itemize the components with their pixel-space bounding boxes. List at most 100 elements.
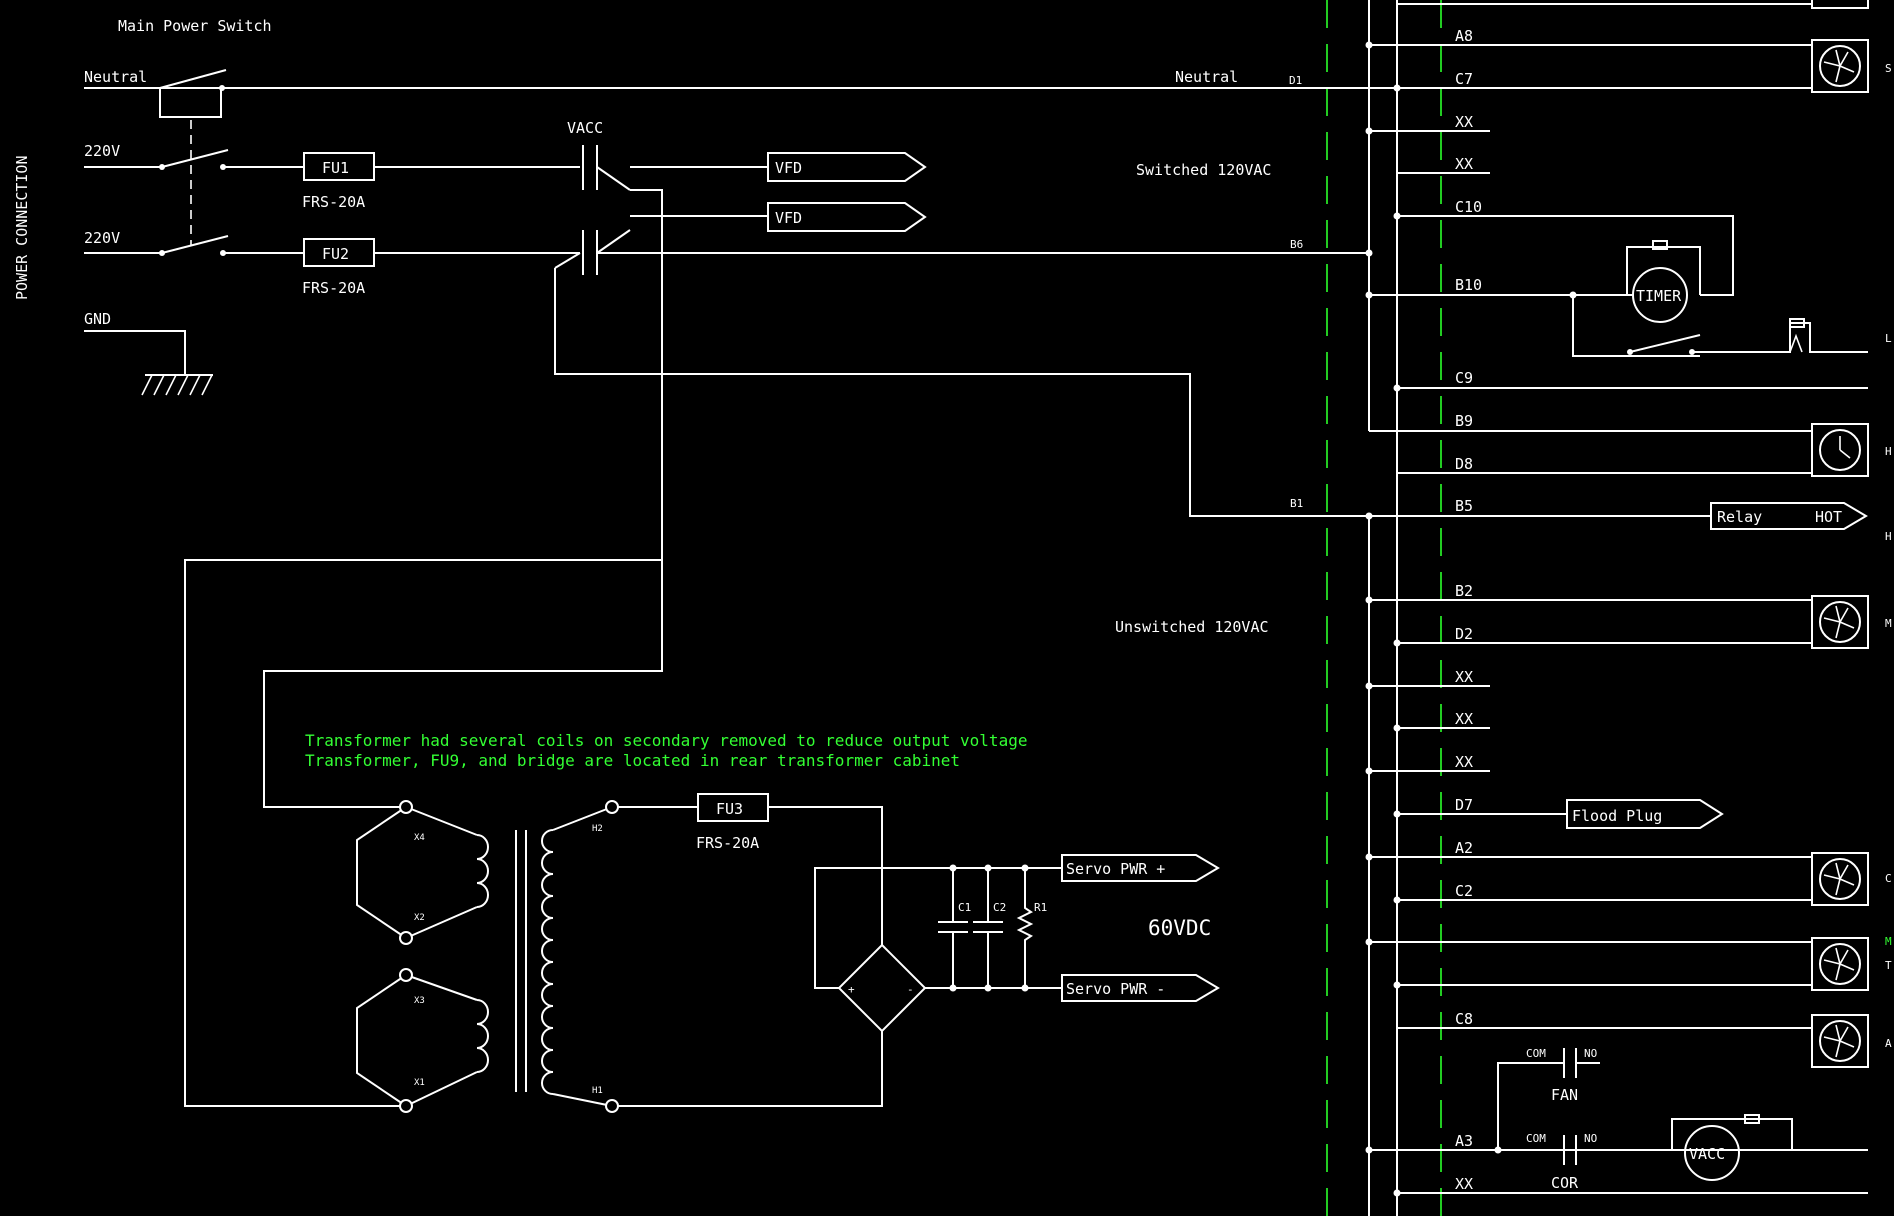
unswitched-rail-label: Unswitched 120VAC bbox=[1115, 618, 1269, 636]
tap-h1: H1 bbox=[592, 1086, 603, 1096]
terminal-label: C10 bbox=[1455, 198, 1482, 216]
vacc-coil-label: VACC bbox=[1689, 1145, 1725, 1163]
clock-icon bbox=[1811, 423, 1869, 477]
fan-icon bbox=[1811, 39, 1869, 93]
switch-title: Main Power Switch bbox=[118, 17, 272, 35]
servo-minus-label: Servo PWR - bbox=[1066, 980, 1165, 998]
fuse-fu2-label: FU2 bbox=[322, 245, 349, 263]
tap-x2: X2 bbox=[414, 913, 425, 923]
wire-id-b6: B6 bbox=[1290, 238, 1303, 251]
tap-h2: H2 bbox=[592, 824, 603, 834]
terminal-label: B5 bbox=[1455, 497, 1473, 515]
relay-label: Relay bbox=[1717, 508, 1762, 526]
transformer-note-2: Transformer, FU9, and bridge are located… bbox=[305, 751, 960, 770]
fuse-fu2-rating: FRS-20A bbox=[302, 279, 365, 297]
edge-letter: H bbox=[1885, 530, 1892, 543]
cor-label: COR bbox=[1551, 1174, 1579, 1192]
fan-contact: COM NO FAN bbox=[1497, 1047, 1600, 1150]
fuse-fu1-rating: FRS-20A bbox=[302, 193, 365, 211]
terminal-label: XX bbox=[1455, 668, 1473, 686]
fuse-fu3-rating: FRS-20A bbox=[696, 834, 759, 852]
resistor-r1: R1 bbox=[1034, 901, 1047, 914]
cor-com-label: COM bbox=[1526, 1132, 1546, 1145]
fan-com-label: COM bbox=[1526, 1047, 1546, 1060]
terminal-label: B10 bbox=[1455, 276, 1482, 294]
edge-letter: C bbox=[1885, 872, 1892, 885]
fan-no-label: NO bbox=[1584, 1047, 1597, 1060]
transformer-note-1: Transformer had several coils on seconda… bbox=[305, 731, 1027, 750]
servo-pwr-plus: Servo PWR + bbox=[1061, 854, 1220, 882]
vfd-bottom-label: VFD bbox=[775, 209, 802, 227]
contactor-label: VACC bbox=[567, 119, 603, 137]
terminal-label: XX bbox=[1455, 113, 1473, 131]
terminal-label: XX bbox=[1455, 1175, 1473, 1193]
edge-letter: T bbox=[1885, 959, 1892, 972]
fan-icon bbox=[1811, 937, 1869, 991]
tap-x3: X3 bbox=[414, 996, 425, 1006]
page-title: POWER CONNECTION bbox=[13, 156, 31, 301]
fan-icon bbox=[1811, 595, 1869, 649]
terminal-label: D8 bbox=[1455, 455, 1473, 473]
edge-letters: S L H H M C M T A bbox=[1885, 62, 1892, 1050]
vfd-output-bottom: VFD bbox=[767, 202, 927, 232]
terminal-label: XX bbox=[1455, 710, 1473, 728]
vacc-coil: VACC bbox=[1671, 1114, 1793, 1181]
fuse-fu1-label: FU1 bbox=[322, 159, 349, 177]
flood-plug-label: Flood Plug bbox=[1572, 807, 1662, 825]
terminal-label: A2 bbox=[1455, 839, 1473, 857]
transformer: X4 X2 X3 X1 H2 H1 bbox=[356, 800, 619, 1113]
terminal-label: XX bbox=[1455, 753, 1473, 771]
neutral-rail-label: Neutral bbox=[1175, 68, 1238, 86]
wire-id-d1: D1 bbox=[1289, 74, 1302, 87]
timer-device: TIMER bbox=[1397, 240, 1868, 357]
line1-label: 220V bbox=[84, 142, 120, 160]
tap-x4: X4 bbox=[414, 833, 425, 843]
terminal-label: B2 bbox=[1455, 582, 1473, 600]
terminal-label: A3 bbox=[1455, 1132, 1473, 1150]
terminal-label: A8 bbox=[1455, 27, 1473, 45]
terminal-label: D7 bbox=[1455, 796, 1473, 814]
cap-c2: C2 bbox=[993, 901, 1006, 914]
edge-letter: M bbox=[1885, 617, 1892, 630]
relay-output: Relay HOT bbox=[1710, 502, 1868, 530]
flood-plug-output: Flood Plug bbox=[1566, 799, 1724, 829]
terminal-label: C7 bbox=[1455, 70, 1473, 88]
vfd-output-top: VFD bbox=[767, 152, 927, 182]
edge-letter: S bbox=[1885, 62, 1892, 75]
servo-plus-label: Servo PWR + bbox=[1066, 860, 1165, 878]
edge-letter: M bbox=[1885, 935, 1892, 948]
servo-pwr-minus: Servo PWR - bbox=[1061, 974, 1220, 1002]
tap-x1: X1 bbox=[414, 1078, 425, 1088]
cor-no-label: NO bbox=[1584, 1132, 1597, 1145]
fan-label: FAN bbox=[1551, 1086, 1578, 1104]
terminal-label: C9 bbox=[1455, 369, 1473, 387]
terminal-label: D2 bbox=[1455, 625, 1473, 643]
terminal-label: C2 bbox=[1455, 882, 1473, 900]
fan-icon-top-partial bbox=[1811, 0, 1869, 9]
fuse-fu3-label: FU3 bbox=[716, 800, 743, 818]
ground-label: GND bbox=[84, 310, 111, 328]
terminal-label: XX bbox=[1455, 155, 1473, 173]
edge-letter: H bbox=[1885, 445, 1892, 458]
main-power-switch: Main Power Switch Neutral 220V 220V GND bbox=[84, 17, 272, 396]
wire-id-b1: B1 bbox=[1290, 497, 1303, 510]
bridge-rectifier: + - bbox=[837, 943, 927, 1033]
edge-letter: A bbox=[1885, 1037, 1892, 1050]
switched-rail-label: Switched 120VAC bbox=[1136, 161, 1271, 179]
fan-icon bbox=[1811, 852, 1869, 906]
terminal-labels: A8 C7 XX XX C10 B10 C9 B9 D8 B5 B2 D2 XX… bbox=[1455, 27, 1482, 1193]
dc-voltage-label: 60VDC bbox=[1148, 916, 1211, 940]
cor-contact: COM NO COR bbox=[1494, 1132, 1597, 1192]
fan-icon bbox=[1811, 1014, 1869, 1068]
contactor-vacc: VACC bbox=[554, 119, 631, 275]
terminal-label: B9 bbox=[1455, 412, 1473, 430]
timer-label: TIMER bbox=[1636, 287, 1682, 305]
cap-c1: C1 bbox=[958, 901, 971, 914]
terminal-label: C8 bbox=[1455, 1010, 1473, 1028]
neutral-label: Neutral bbox=[84, 68, 147, 86]
edge-letter: L bbox=[1885, 332, 1892, 345]
bridge-plus: + bbox=[848, 983, 855, 996]
line2-label: 220V bbox=[84, 229, 120, 247]
filter-bank: C1 C2 R1 bbox=[938, 864, 1047, 992]
